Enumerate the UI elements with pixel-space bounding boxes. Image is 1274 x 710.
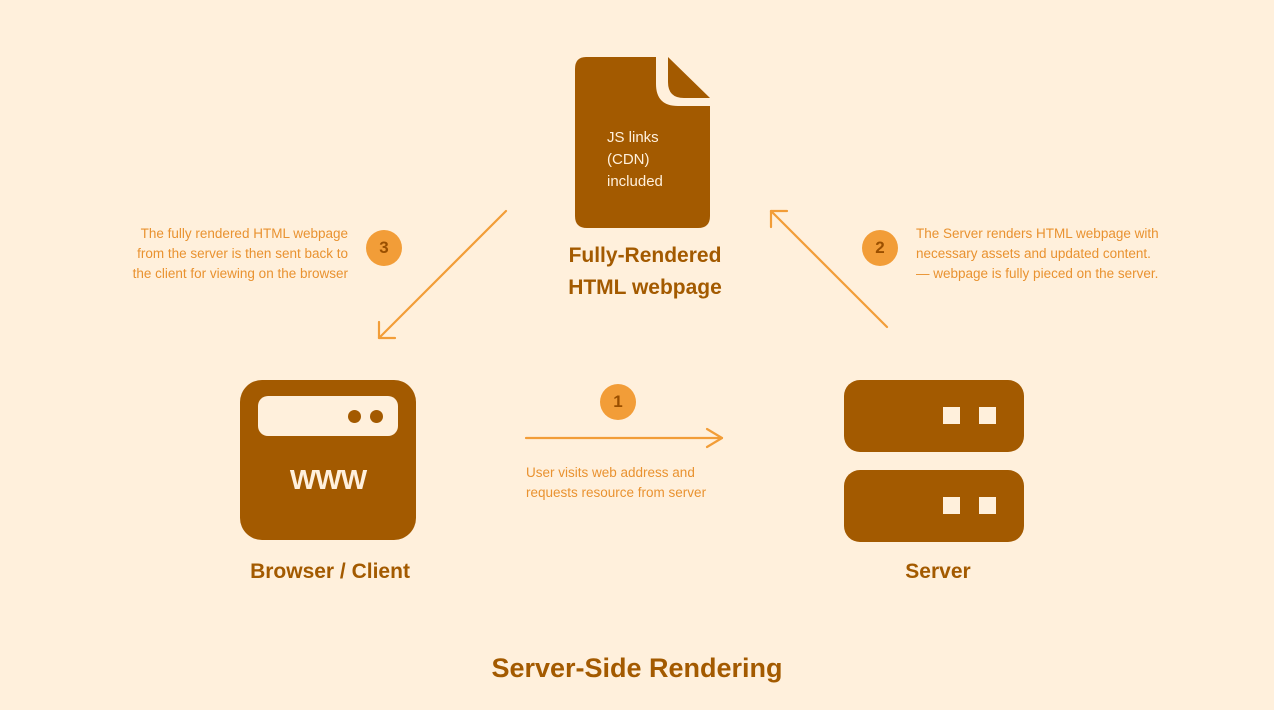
- step-2-description: The Server renders HTML webpage with nec…: [916, 226, 1159, 281]
- server-light-icon: [943, 497, 960, 514]
- diagram-title: Server-Side Rendering: [491, 653, 783, 683]
- step-1-badge: 1: [600, 384, 636, 420]
- document-label: Fully-Rendered HTML webpage: [568, 244, 722, 299]
- server-unit-top-icon: [844, 380, 1024, 452]
- step-1-description: User visits web address and requests res…: [526, 465, 707, 500]
- browser-dot-icon: [348, 410, 361, 423]
- step-3-badge: 3: [366, 230, 402, 266]
- server-light-icon: [979, 407, 996, 424]
- document-icon: [575, 57, 710, 228]
- document-content-text: JS links (CDN) included: [607, 129, 663, 190]
- arrow-render: [769, 209, 889, 329]
- arrow-response: [377, 209, 508, 340]
- browser-address-bar: [258, 396, 398, 436]
- server-label: Server: [905, 560, 971, 583]
- step-3-description: The fully rendered HTML webpage from the…: [132, 226, 348, 281]
- server-light-icon: [943, 407, 960, 424]
- browser-window-icon: WWW: [240, 380, 416, 540]
- browser-dot-icon: [370, 410, 383, 423]
- server-light-icon: [979, 497, 996, 514]
- www-text: WWW: [289, 464, 367, 495]
- server-unit-bottom-icon: [844, 470, 1024, 542]
- browser-label: Browser / Client: [250, 560, 410, 583]
- step-2-badge: 2: [862, 230, 898, 266]
- arrow-request: [524, 427, 724, 449]
